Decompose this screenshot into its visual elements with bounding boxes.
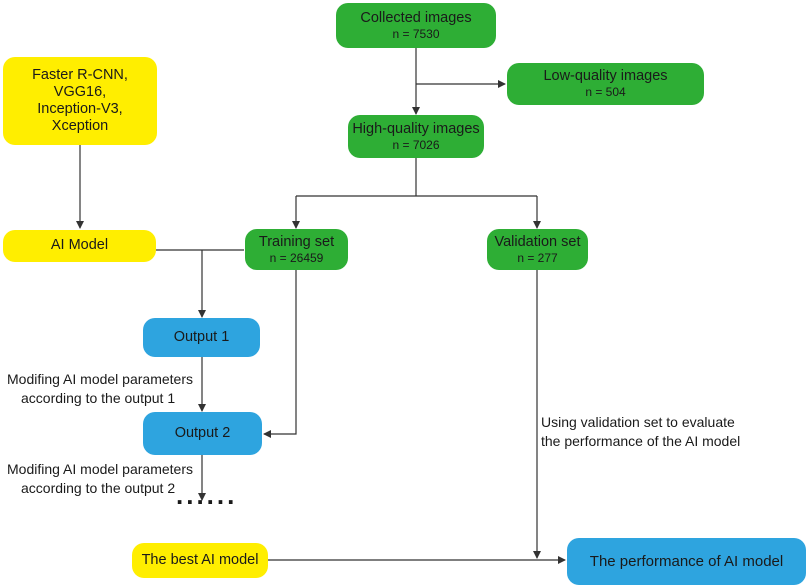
modify-annotation-1-line-1: Modifing AI model parameters bbox=[7, 371, 193, 387]
modify-annotation-2-line-1: Modifing AI model parameters bbox=[7, 461, 193, 477]
ai-model-title: AI Model bbox=[50, 237, 109, 254]
collected-images-count: n = 7530 bbox=[392, 26, 440, 41]
validation-set-count: n = 277 bbox=[517, 250, 558, 265]
performance-title: The performance of AI model bbox=[589, 552, 784, 570]
model-line-2: VGG16, bbox=[53, 83, 107, 100]
low-quality-images-count: n = 504 bbox=[585, 85, 626, 100]
high-quality-images-count: n = 7026 bbox=[392, 137, 440, 152]
modify-annotation-2: Modifing AI model parameters according t… bbox=[7, 460, 193, 498]
collected-images-node: Collected images n = 7530 bbox=[336, 3, 496, 48]
modify-annotation-1: Modifing AI model parameters according t… bbox=[7, 370, 193, 408]
training-set-count: n = 26459 bbox=[269, 250, 324, 265]
low-quality-images-title: Low-quality images bbox=[543, 68, 668, 85]
performance-node: The performance of AI model bbox=[567, 538, 806, 585]
arrow-training-to-output2 bbox=[263, 270, 297, 438]
continuation-ellipsis: ...... bbox=[176, 480, 238, 510]
training-set-node: Training set n = 26459 bbox=[245, 229, 348, 270]
model-architectures-node: Faster R-CNN, VGG16, Inception-V3, Xcept… bbox=[3, 57, 157, 145]
model-line-1: Faster R-CNN, bbox=[32, 66, 128, 83]
best-ai-model-node: The best AI model bbox=[132, 543, 268, 578]
modify-annotation-2-line-2: according to the output 2 bbox=[21, 479, 176, 496]
ai-model-node: AI Model bbox=[3, 230, 156, 262]
output-1-node: Output 1 bbox=[143, 318, 260, 357]
output-2-node: Output 2 bbox=[143, 412, 262, 455]
evaluate-annotation-line-2: the performance of the AI model bbox=[541, 432, 741, 449]
validation-set-node: Validation set n = 277 bbox=[487, 229, 588, 270]
evaluate-annotation: Using validation set to evaluate the per… bbox=[541, 413, 740, 451]
model-line-3: Inception-V3, bbox=[37, 101, 123, 117]
training-set-title: Training set bbox=[258, 233, 335, 250]
best-ai-model-title: The best AI model bbox=[141, 551, 259, 568]
modify-annotation-1-line-2: according to the output 1 bbox=[21, 389, 176, 406]
evaluate-annotation-line-1: Using validation set to evaluate bbox=[541, 414, 735, 430]
output-2-title: Output 2 bbox=[174, 424, 231, 441]
high-quality-images-node: High-quality images n = 7026 bbox=[348, 115, 484, 158]
model-line-4: Xception bbox=[51, 118, 109, 135]
low-quality-images-node: Low-quality images n = 504 bbox=[507, 63, 704, 105]
validation-set-title: Validation set bbox=[494, 233, 581, 250]
high-quality-images-title: High-quality images bbox=[352, 120, 480, 137]
output-1-title: Output 1 bbox=[173, 328, 230, 345]
collected-images-title: Collected images bbox=[360, 9, 472, 26]
